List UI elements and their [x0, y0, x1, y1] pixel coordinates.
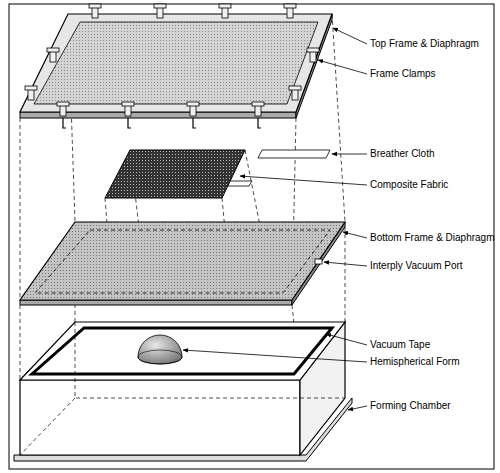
composite-fabric — [105, 150, 245, 198]
hemispherical-form — [138, 335, 182, 364]
callout-label: Top Frame & Diaphragm — [370, 38, 479, 50]
callout-label: Breather Cloth — [370, 148, 434, 160]
clamp-hooks — [63, 118, 261, 128]
vacuum-tape — [32, 328, 332, 374]
callout-label: Interply Vacuum Port — [370, 260, 463, 272]
callout-label: Frame Clamps — [370, 68, 436, 80]
bottom-frame — [20, 222, 345, 305]
callout-label: Hemispherical Form — [370, 356, 459, 368]
top-frame — [20, 14, 332, 118]
figure-border — [9, 4, 494, 469]
leader-lines — [183, 28, 367, 410]
frame-clamps — [25, 4, 319, 116]
forming-chamber — [14, 322, 352, 461]
projection-lines — [20, 14, 345, 380]
callout-label: Composite Fabric — [370, 179, 448, 191]
callout-label: Forming Chamber — [370, 400, 451, 412]
callout-label: Vacuum Tape — [370, 339, 430, 351]
callout-label: Bottom Frame & Diaphragm — [370, 232, 495, 244]
